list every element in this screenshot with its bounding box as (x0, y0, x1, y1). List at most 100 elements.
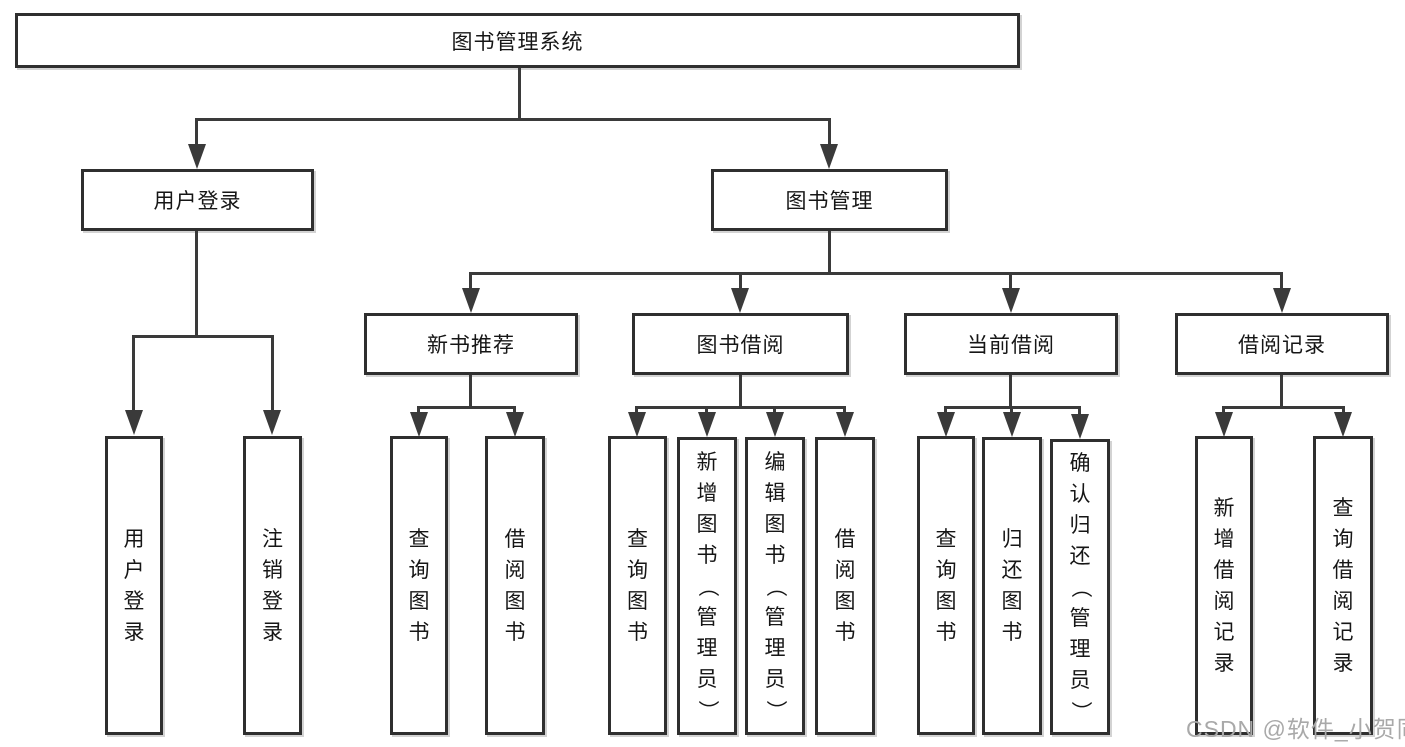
leaf-edit-book-admin: 编辑图书（管理员） (745, 437, 805, 735)
connector-book-borrow-stub (739, 375, 742, 406)
leaf-add-borrow-record: 新增借阅记录 (1195, 436, 1253, 735)
node-user-login-label: 用户登录 (153, 190, 242, 213)
vertical-char: 图 (504, 589, 526, 613)
vertical-char: 归 (1001, 528, 1023, 551)
vertical-char: 户 (123, 558, 145, 582)
node-book-borrow: 图书借阅 (632, 313, 849, 375)
arrow-icon (836, 412, 854, 437)
vertical-char: （ (763, 575, 787, 597)
vertical-char: 阅 (1332, 589, 1354, 613)
vertical-char: 询 (1332, 527, 1354, 551)
vertical-char: 借 (1332, 558, 1354, 582)
connector-drop (1342, 406, 1345, 414)
vertical-char: 书 (408, 620, 430, 644)
leaf-add-book-admin: 新增图书（管理员） (677, 437, 737, 735)
arrow-icon (1273, 288, 1291, 313)
arrow-icon (462, 288, 480, 313)
node-book-management-label: 图书管理 (785, 190, 874, 213)
vertical-char: 图 (834, 590, 856, 613)
connector-drop (513, 406, 516, 414)
vertical-char: 还 (1069, 544, 1091, 568)
vertical-char: 借 (834, 528, 856, 551)
node-current-borrow: 当前借阅 (904, 313, 1118, 375)
leaf-return-books-label: 归还图书 (1002, 524, 1023, 648)
vertical-char: 认 (1069, 482, 1091, 506)
leaf-borrow-books-borrow-label: 借阅图书 (835, 524, 856, 648)
leaf-query-books-current: 查询图书 (917, 436, 975, 735)
vertical-char: 管 (696, 605, 718, 629)
vertical-char: 确 (1069, 451, 1091, 475)
vertical-char: （ (695, 575, 719, 597)
vertical-char: 管 (764, 605, 786, 629)
connector-user-login-bar (132, 335, 273, 338)
connector-drop-new-book (469, 272, 472, 289)
vertical-char: 员 (1069, 668, 1091, 692)
vertical-char: 书 (1001, 621, 1023, 644)
arrow-icon (1002, 288, 1020, 313)
vertical-char: 查 (627, 527, 648, 551)
vertical-char: 用 (123, 527, 145, 551)
arrow-icon (263, 410, 281, 435)
arrow-icon (125, 410, 143, 435)
connector-borrow-records-bar (1222, 406, 1344, 409)
vertical-char: 书 (504, 620, 526, 644)
vertical-char: ） (1068, 700, 1092, 722)
vertical-char: 书 (764, 543, 786, 567)
leaf-query-borrow-record-label: 查询借阅记录 (1333, 493, 1354, 679)
leaf-confirm-return-admin: 确认归还（管理员） (1050, 439, 1110, 735)
leaf-logout: 注销登录 (243, 436, 302, 735)
leaf-borrow-books-borrow: 借阅图书 (815, 437, 875, 735)
node-borrow-records: 借阅记录 (1175, 313, 1389, 375)
connector-drop (944, 406, 947, 414)
vertical-char: 理 (696, 636, 718, 660)
arrow-icon (628, 412, 646, 437)
vertical-char: 销 (262, 558, 283, 582)
vertical-char: 借 (1213, 558, 1235, 582)
leaf-confirm-return-admin-label: 确认归还（管理员） (1069, 448, 1092, 727)
arrow-icon (1215, 412, 1233, 437)
vertical-char: 询 (627, 558, 648, 582)
node-user-login: 用户登录 (81, 169, 314, 231)
arrow-icon (1071, 414, 1089, 439)
connector-drop-leaf-login (132, 335, 135, 412)
node-root: 图书管理系统 (15, 13, 1020, 68)
vertical-char: 理 (764, 636, 786, 660)
connector-user-login-stub (195, 231, 198, 335)
arrow-icon (766, 412, 784, 437)
vertical-char: 员 (764, 667, 786, 691)
connector-book-management-bar (469, 272, 1283, 275)
arrow-icon (731, 288, 749, 313)
vertical-char: ） (695, 699, 719, 721)
vertical-char: 阅 (834, 559, 856, 582)
vertical-char: 记 (1213, 620, 1235, 644)
vertical-char: 询 (935, 558, 957, 582)
node-root-label: 图书管理系统 (451, 30, 584, 54)
leaf-query-borrow-record: 查询借阅记录 (1313, 436, 1373, 735)
vertical-char: 借 (504, 527, 526, 551)
arrow-icon (188, 144, 206, 169)
connector-root-stub (518, 68, 521, 118)
vertical-char: 询 (408, 558, 430, 582)
vertical-char: 增 (696, 481, 718, 505)
arrow-icon (410, 412, 428, 437)
arrow-icon (698, 412, 716, 437)
node-borrow-records-label: 借阅记录 (1238, 334, 1326, 357)
vertical-char: 查 (935, 527, 957, 551)
leaf-user-login-label: 用户登录 (124, 524, 145, 648)
connector-borrow-records-stub (1280, 375, 1283, 406)
vertical-char: 录 (123, 620, 145, 644)
leaf-add-borrow-record-label: 新增借阅记录 (1214, 493, 1235, 679)
node-current-borrow-label: 当前借阅 (967, 334, 1055, 357)
connector-current-borrow-stub (1009, 375, 1012, 406)
leaf-user-login: 用户登录 (105, 436, 163, 735)
vertical-char: （ (1068, 576, 1092, 598)
leaf-query-books-recommend-label: 查询图书 (409, 524, 430, 648)
node-book-management: 图书管理 (711, 169, 948, 231)
vertical-char: 增 (1213, 527, 1235, 551)
vertical-char: 图 (935, 589, 957, 613)
leaf-query-books-borrow: 查询图书 (608, 436, 667, 735)
vertical-char: 查 (1332, 496, 1354, 520)
connector-drop-user-login (195, 118, 198, 146)
connector-drop-current-borrow (1009, 272, 1012, 289)
connector-drop-book-borrow (739, 272, 742, 289)
